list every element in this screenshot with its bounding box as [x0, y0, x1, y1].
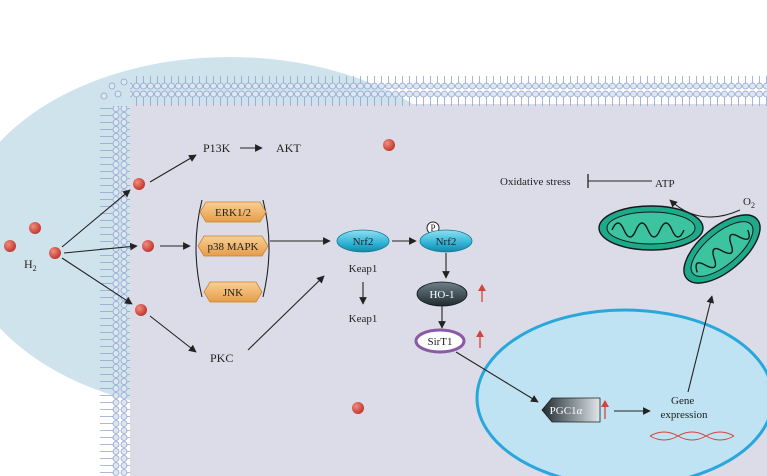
o2-atp-arrow: [669, 199, 741, 218]
pkc-label: PKC: [210, 351, 233, 365]
pgc1a-up-arrow: [601, 400, 609, 419]
mitochondrion-right: [683, 214, 761, 284]
h2-dot: [352, 402, 364, 414]
sirt1-node: [414, 328, 466, 354]
h2-arrows: [61, 154, 197, 353]
kinase-bracket-right: [262, 199, 270, 298]
h2-dot: [383, 139, 395, 151]
p13k-label: P13K: [203, 141, 231, 155]
h2-dot: [142, 240, 154, 252]
membrane-corner: [100, 78, 128, 100]
ho1-up-arrow: [478, 284, 486, 302]
kinase-jnk: JNK: [203, 281, 263, 303]
keap1-top-label: Keap1: [349, 263, 378, 275]
nrf2-phospho-node: [419, 229, 473, 253]
svg-text:JNK: JNK: [223, 287, 243, 299]
o2-label: O2: [743, 196, 755, 210]
nucleus: [475, 308, 767, 476]
h2-label: H2: [24, 257, 37, 273]
kinase-erk: ERK1/2: [199, 201, 267, 223]
akt-label: AKT: [276, 141, 301, 155]
h2-dot: [135, 304, 147, 316]
svg-text:p38 MAPK: p38 MAPK: [207, 241, 258, 253]
h2-dot: [133, 178, 145, 190]
h2-dot: [29, 222, 41, 234]
keap1-bottom-label: Keap1: [349, 313, 378, 325]
h2-dot: [49, 247, 61, 259]
pkc-nrf2-arrow: [247, 275, 325, 351]
svg-text:HO-1: HO-1: [429, 289, 454, 301]
h2-molecules: [4, 139, 395, 414]
gene-expression-label: Gene expression: [660, 395, 708, 421]
membrane-top: [130, 76, 767, 106]
membrane-left: [100, 106, 130, 476]
mitochondrion-left: [598, 205, 704, 251]
svg-text:P: P: [430, 223, 435, 233]
sirt1-up-arrow: [476, 330, 484, 348]
svg-text:Nrf2: Nrf2: [353, 236, 374, 248]
svg-text:Nrf2: Nrf2: [436, 236, 457, 248]
kinase-bracket-left: [195, 199, 203, 298]
svg-text:SirT1: SirT1: [427, 336, 452, 348]
svg-text:ERK1/2: ERK1/2: [215, 207, 251, 219]
dna-strand: [649, 431, 735, 441]
h2-dot: [4, 240, 16, 252]
pgc1a-node: [541, 397, 601, 423]
sirt1-pgc1a-arrow: [455, 351, 539, 403]
gene-mito-arrow: [687, 295, 715, 393]
oxidative-stress-label: Oxidative stress: [500, 176, 571, 188]
svg-text:PGC1α: PGC1α: [550, 405, 583, 417]
atp-label: ATP: [655, 178, 675, 190]
kinase-p38: p38 MAPK: [197, 235, 269, 257]
nrf2-node: [336, 229, 390, 253]
